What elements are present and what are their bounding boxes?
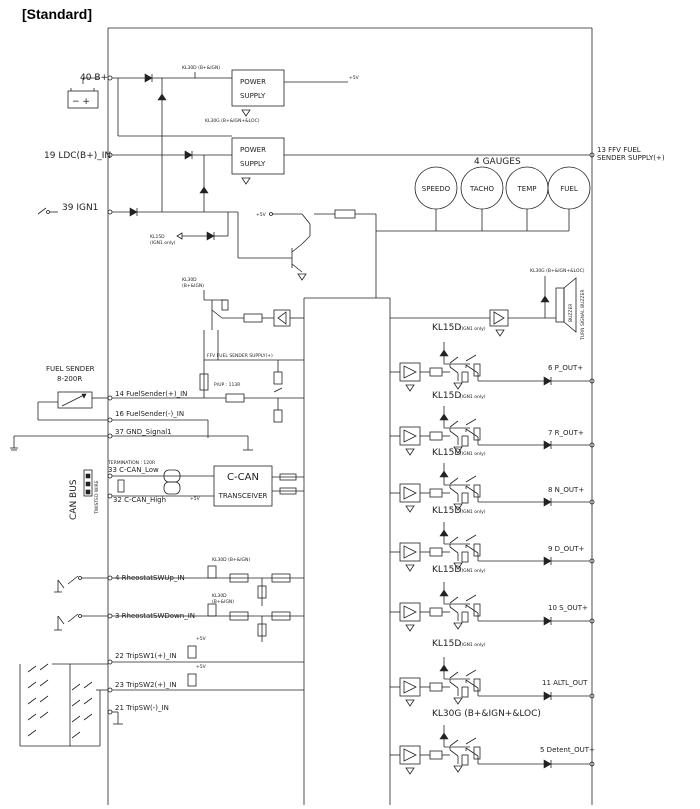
pin-14-label: 14 FuelSender(+)_IN (115, 390, 187, 398)
plus5v-label-2: +5V (256, 212, 267, 218)
schematic-frame (107, 27, 593, 805)
kl30g-out-label: KL30G (B+&IGN+&LOC) (432, 709, 541, 719)
twisted-wire-label: TWISTED WIRE (94, 480, 100, 515)
fuel-sender-symbol (57, 391, 93, 409)
gauges-title: 4 GAUGES (474, 157, 521, 167)
gauge-speedo: SPEEDO (414, 166, 458, 210)
ccan-line1: C-CAN (227, 472, 259, 483)
kl15d-out-label-6: KL15D (432, 639, 461, 649)
pin-9-label: 9 D_OUT+ (548, 545, 584, 553)
pin-19-label: 19 LDC(B+)_IN (44, 151, 111, 161)
pin-11-label: 11 ALTL_OUT (542, 679, 588, 687)
gauge-fuel: FUEL (547, 166, 591, 210)
fuel-sender-label: FUEL SENDER (46, 365, 95, 373)
battery-symbol: − + (67, 77, 100, 109)
plus5v-label-4: +5V (196, 664, 207, 670)
kl15d-out-label-3: KL15D (432, 448, 461, 458)
kl30d-label: KL30D (B+&IGN) (182, 65, 220, 71)
pin-10-label: 10 S_OUT+ (548, 604, 588, 612)
gauge-tacho: TACHO (460, 166, 504, 210)
kl30g-label: KL30G (B+&IGN+&LOC) (205, 118, 260, 124)
pin-8-label: 8 N_OUT+ (548, 486, 584, 494)
can-bus-label: CAN BUS (69, 479, 79, 520)
pin-40-label: 40 B+ (80, 73, 108, 83)
pin-39-label: 39 IGN1 (62, 203, 98, 213)
termination-label: TERMINATION : 120R (107, 460, 155, 466)
buzzer-label: BUZZER (568, 304, 574, 322)
ccan-transceiver-block: C-CAN TRANSCEIVER (213, 465, 273, 507)
pin-23-label: 23 TripSW2(+)_IN (115, 681, 177, 689)
pin-21-label: 21 TripSW(-)_IN (115, 704, 169, 712)
fuel-sender-range-label: 8-200R (57, 375, 82, 383)
pin-22-label: 22 TripSW1(+)_IN (115, 652, 177, 660)
pin-37-label: 37 GND_Signal1 (115, 428, 172, 436)
trip-switch-array (19, 663, 101, 747)
gauge-tacho-label: TACHO (469, 185, 495, 193)
svg-text:− +: − + (72, 97, 90, 107)
power-supply-block-1: POWER SUPPLY (231, 69, 285, 107)
plus5v-label-1: +5V (349, 75, 360, 81)
power-supply-block-2: POWER SUPPLY (231, 137, 285, 175)
ccan-line2: TRANSCEIVER (218, 492, 268, 500)
kl30d-label-2: KL30D (182, 277, 197, 283)
ign1-only-out-label-4: (IGN1 only) (460, 509, 486, 515)
kl15d-out-label-2: KL15D (432, 391, 461, 401)
power-supply-2-line1: POWER (240, 146, 266, 154)
power-supply-1-line1: POWER (240, 78, 266, 86)
ign1-only-out-label-5: (IGN1 only) (460, 568, 486, 574)
gauge-speedo-label: SPEEDO (422, 185, 451, 193)
plus5v-label-c: +5V (190, 496, 201, 502)
ign1-only-out-label-3: (IGN1 only) (460, 451, 486, 457)
kl30g-buzzer-label: KL30G (B+&IGN+&LOC) (530, 268, 585, 274)
b-ign-label-2: (B+&IGN) (212, 599, 234, 605)
gauge-temp-label: TEMP (517, 185, 537, 193)
gauge-fuel-label: FUEL (560, 185, 578, 193)
pin-5-label: 5 Detent_OUT+ (540, 746, 595, 754)
pin-6-label: 6 P_OUT+ (548, 364, 583, 372)
ffv-supply-inner-label: FFV FUEL SENDER SUPPLY(+) (207, 353, 273, 359)
ign1-only-label-1: (IGN1 only) (150, 240, 176, 246)
kl15d-out-label-4: KL15D (432, 506, 461, 516)
kl30d-label-3: KL30D (212, 593, 227, 599)
b-ign-label: (B+&IGN) (182, 283, 204, 289)
kl15d-out-label-5: KL15D (432, 565, 461, 575)
pup-label: P/UP : 113R (214, 382, 240, 388)
pin-13-label-line2: SENDER SUPPLY(+) (597, 154, 665, 162)
pin-32-label: 32 C-CAN_High (113, 496, 166, 504)
output-driver-group (390, 342, 595, 775)
ign1-only-out-label-2: (IGN1 only) (460, 394, 486, 400)
kl30d-ign-label-1: KL30D (B+&IGN) (212, 557, 250, 563)
ign1-only-out-label-6: (IGN1 only) (460, 642, 486, 648)
page-title: [Standard] (22, 6, 92, 22)
pin-13-label-line1: 13 FFV FUEL (597, 146, 641, 154)
gauge-temp: TEMP (505, 166, 549, 210)
turn-signal-buzzer-label: TURN SIGNAL BUZZER (580, 290, 586, 341)
power-supply-2-line2: SUPPLY (240, 160, 266, 168)
plus5v-label-3: +5V (196, 636, 207, 642)
pin-33-label: 33 C-CAN_Low (108, 466, 159, 474)
can-bus-connector (83, 469, 93, 497)
pin-7-label: 7 R_OUT+ (548, 429, 584, 437)
kl15d-label-1: KL15D (150, 234, 165, 240)
power-supply-1-line2: SUPPLY (240, 92, 266, 100)
pin-16-label: 16 FuelSender(-)_IN (115, 410, 184, 418)
ign1-only-out-label-1: (IGN1 only) (460, 326, 486, 332)
kl15d-out-label-1: KL15D (432, 323, 461, 333)
